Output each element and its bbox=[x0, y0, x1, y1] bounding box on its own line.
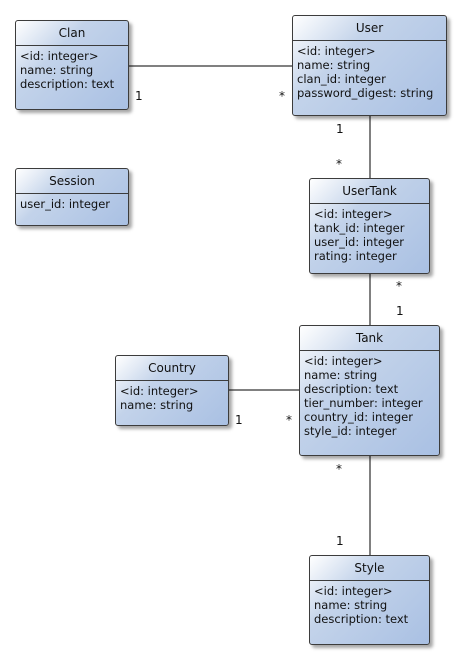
entity-usertank-attributes: <id: integer> tank_id: integer user_id: … bbox=[310, 204, 429, 267]
entity-clan-title: Clan bbox=[16, 21, 128, 46]
attribute: name: string bbox=[20, 63, 94, 77]
attribute: clan_id: integer bbox=[297, 72, 386, 86]
attribute: rating: integer bbox=[314, 249, 397, 263]
multiplicity-tank-style-to: 1 bbox=[336, 534, 344, 548]
entity-tank-attributes: <id: integer> name: string description: … bbox=[300, 351, 439, 442]
attribute: name: string bbox=[304, 368, 378, 382]
attribute: <id: integer> bbox=[314, 584, 393, 598]
multiplicity-tank-style-from: * bbox=[336, 462, 342, 476]
attribute: user_id: integer bbox=[20, 197, 111, 211]
entity-country-attributes: <id: integer> name: string bbox=[116, 381, 228, 416]
multiplicity-country-tank-to: * bbox=[286, 413, 292, 427]
entity-session-attributes: user_id: integer bbox=[16, 194, 128, 215]
entity-tank[interactable]: Tank <id: integer> name: string descript… bbox=[299, 325, 440, 456]
attribute: name: string bbox=[120, 398, 194, 412]
multiplicity-user-usertank-from: 1 bbox=[336, 122, 344, 136]
attribute: description: text bbox=[20, 77, 115, 91]
multiplicity-usertank-tank-from: * bbox=[396, 279, 402, 293]
entity-usertank-title: UserTank bbox=[310, 179, 429, 204]
attribute: user_id: integer bbox=[314, 235, 405, 249]
multiplicity-clan-user-from: 1 bbox=[135, 89, 143, 103]
multiplicity-user-usertank-to: * bbox=[336, 157, 342, 171]
multiplicity-country-tank-from: 1 bbox=[235, 413, 243, 427]
entity-style[interactable]: Style <id: integer> name: string descrip… bbox=[309, 555, 430, 645]
attribute: description: text bbox=[304, 382, 399, 396]
entity-country-title: Country bbox=[116, 356, 228, 381]
multiplicity-usertank-tank-to: 1 bbox=[396, 304, 404, 318]
attribute: name: string bbox=[314, 598, 388, 612]
entity-style-title: Style bbox=[310, 556, 429, 581]
attribute: style_id: integer bbox=[304, 424, 397, 438]
attribute: name: string bbox=[297, 58, 371, 72]
attribute: password_digest: string bbox=[297, 86, 434, 100]
entity-user[interactable]: User <id: integer> name: string clan_id:… bbox=[292, 15, 447, 116]
entity-user-title: User bbox=[293, 16, 446, 41]
entity-tank-title: Tank bbox=[300, 326, 439, 351]
entity-session[interactable]: Session user_id: integer bbox=[15, 168, 129, 226]
attribute: <id: integer> bbox=[20, 49, 99, 63]
entity-usertank[interactable]: UserTank <id: integer> tank_id: integer … bbox=[309, 178, 430, 274]
attribute: tier_number: integer bbox=[304, 396, 423, 410]
entity-clan[interactable]: Clan <id: integer> name: string descript… bbox=[15, 20, 129, 110]
attribute: country_id: integer bbox=[304, 410, 413, 424]
attribute: tank_id: integer bbox=[314, 221, 405, 235]
entity-country[interactable]: Country <id: integer> name: string bbox=[115, 355, 229, 426]
attribute: description: text bbox=[314, 612, 409, 626]
attribute: <id: integer> bbox=[297, 44, 376, 58]
attribute: <id: integer> bbox=[120, 384, 199, 398]
attribute: <id: integer> bbox=[304, 354, 383, 368]
multiplicity-clan-user-to: * bbox=[279, 89, 285, 103]
entity-clan-attributes: <id: integer> name: string description: … bbox=[16, 46, 128, 95]
entity-session-title: Session bbox=[16, 169, 128, 194]
entity-style-attributes: <id: integer> name: string description: … bbox=[310, 581, 429, 630]
attribute: <id: integer> bbox=[314, 207, 393, 221]
entity-user-attributes: <id: integer> name: string clan_id: inte… bbox=[293, 41, 446, 104]
